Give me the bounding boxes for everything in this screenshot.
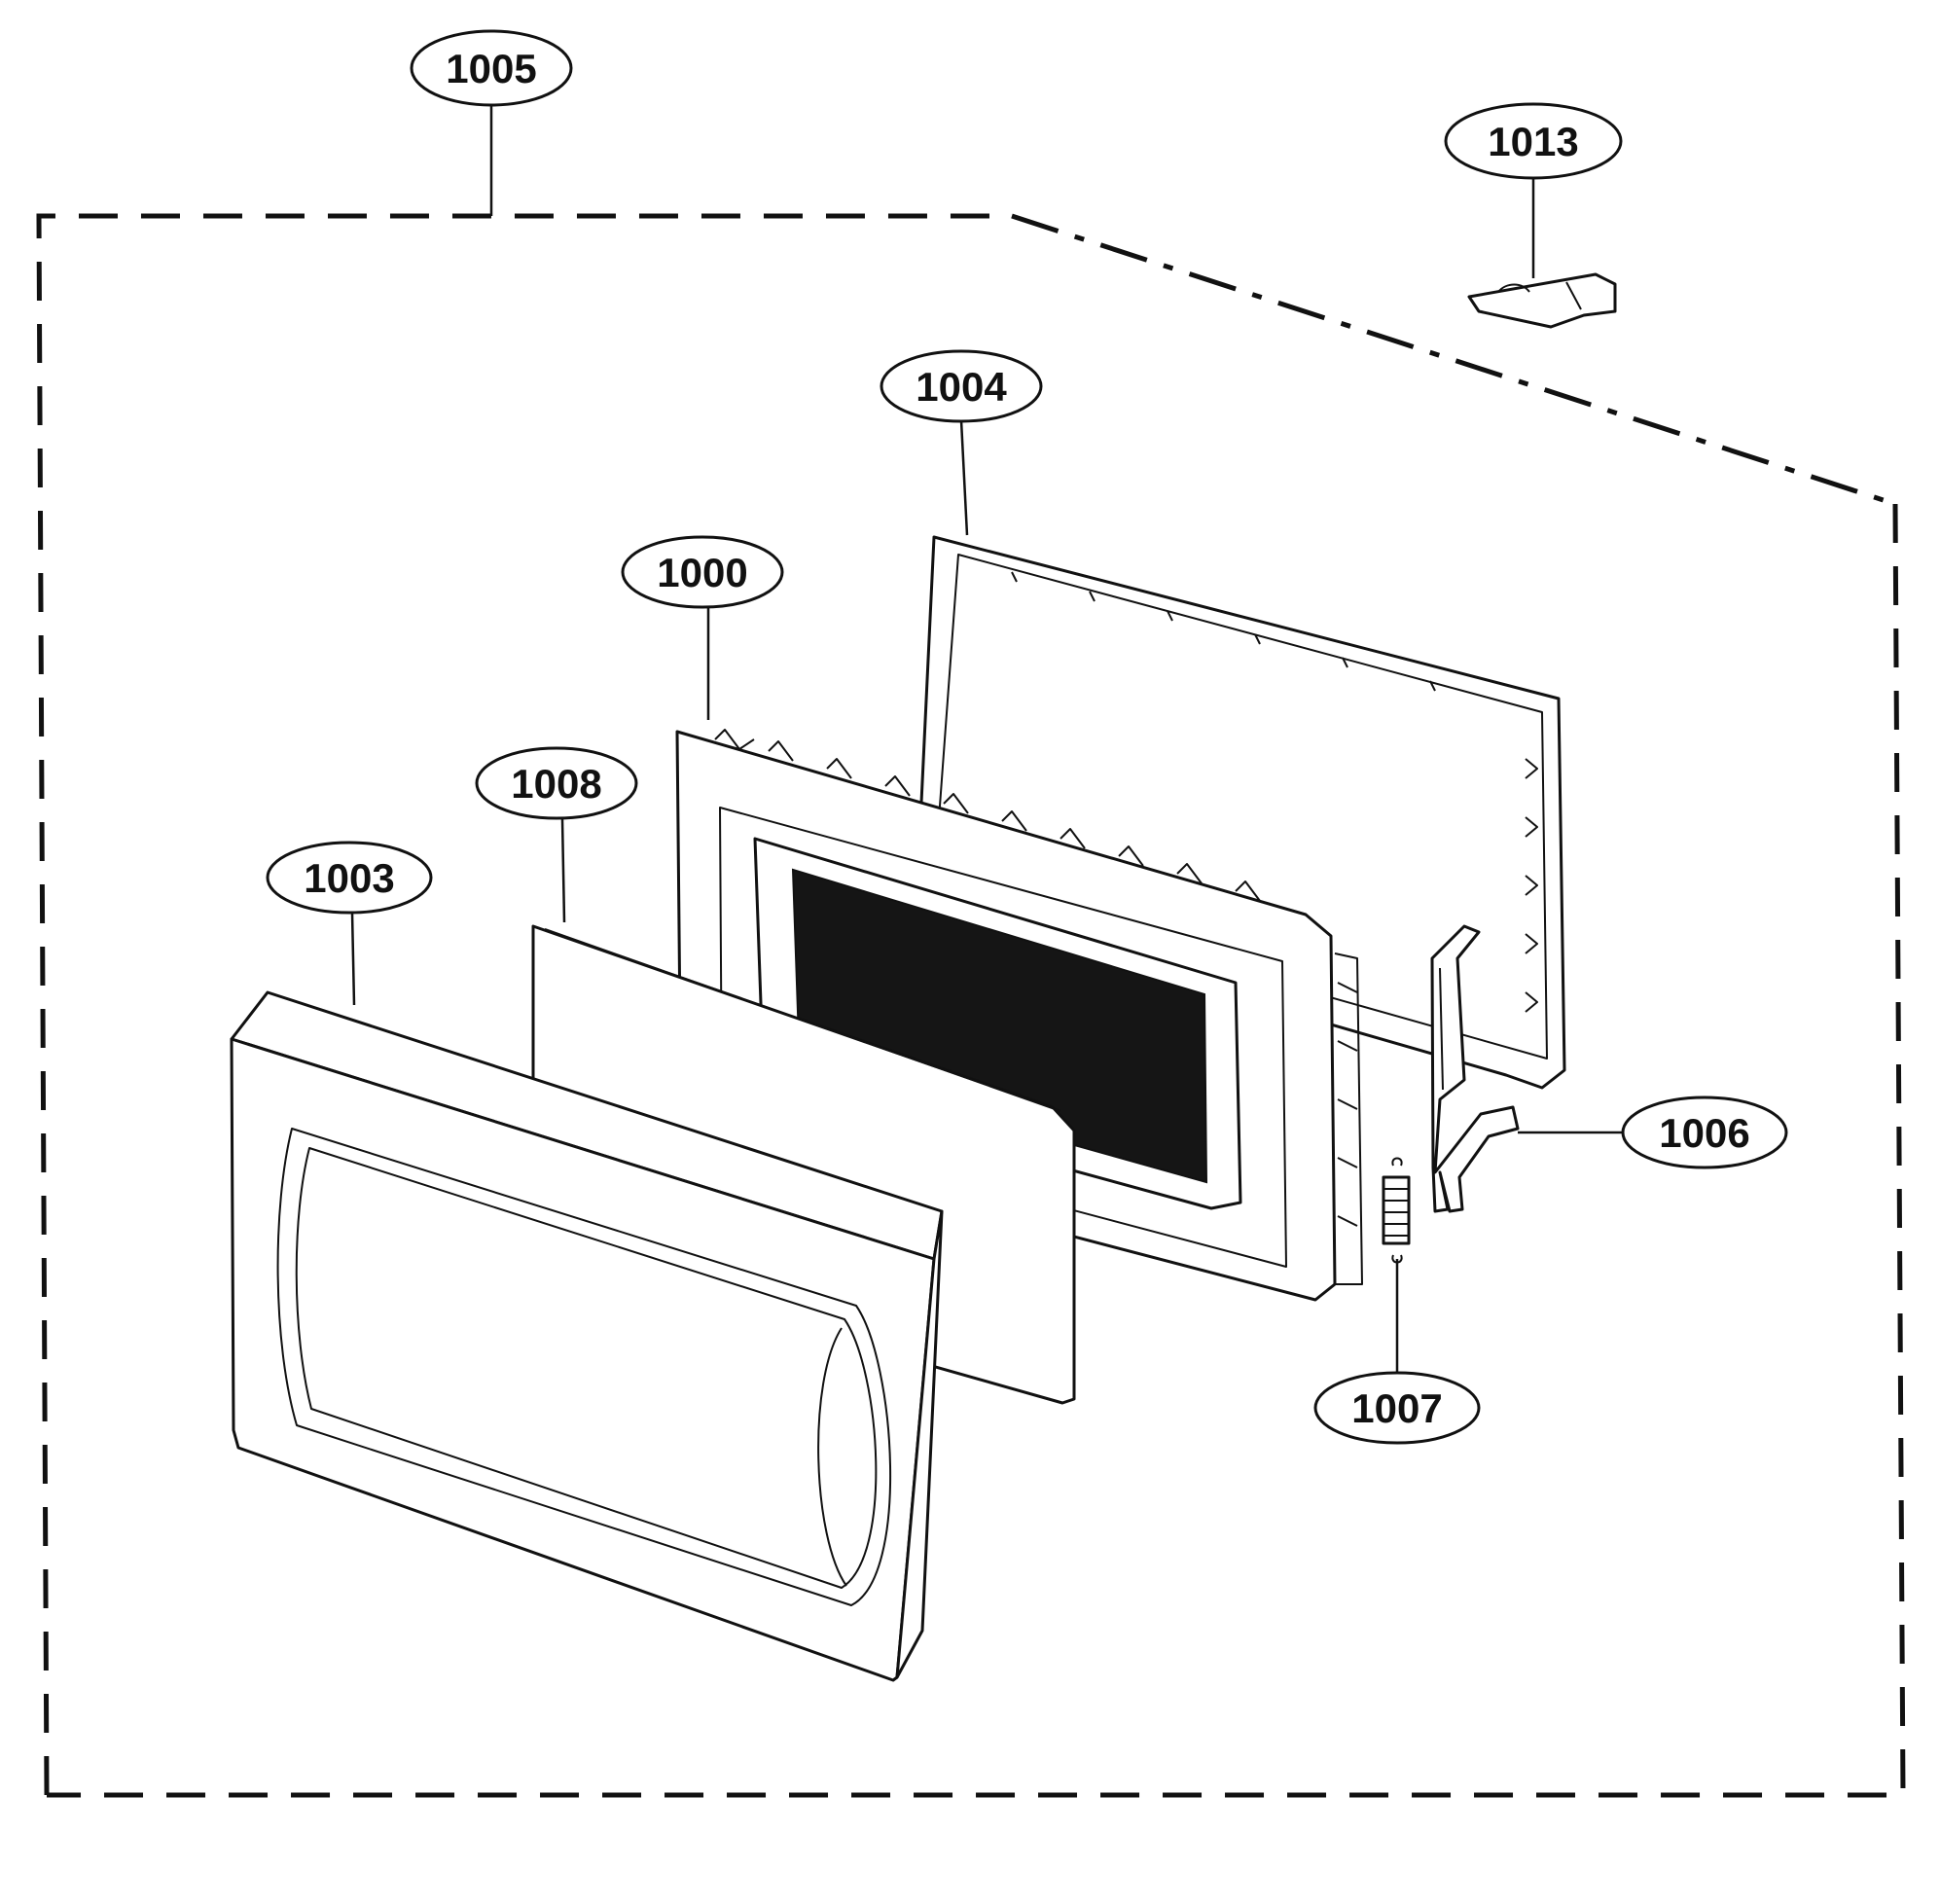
part-1007-spring [1382,1157,1411,1264]
part-1006-latch-hook [1430,924,1520,1213]
callout-1003-label: 1003 [304,855,394,901]
assembly-boundary [36,213,1906,1798]
callout-1007: 1007 [1313,1371,1481,1445]
callout-1005: 1005 [410,29,573,107]
callout-1006-label: 1006 [1659,1110,1749,1156]
callout-1013-label: 1013 [1488,119,1578,164]
callout-1004: 1004 [880,349,1043,423]
leader-lines [350,105,1625,1382]
callout-1007-label: 1007 [1351,1385,1442,1431]
callout-1003: 1003 [266,841,433,915]
callout-1000-label: 1000 [657,550,747,595]
part-1003-door-frame [230,990,944,1682]
callout-1013: 1013 [1444,102,1623,180]
callout-1005-label: 1005 [446,46,536,91]
callout-1004-label: 1004 [916,364,1007,410]
mesh-screen [791,868,1208,1184]
callout-1008: 1008 [475,746,638,820]
callout-1006: 1006 [1621,1096,1788,1169]
part-1013-latch-clip [1467,272,1617,329]
callout-1000: 1000 [621,535,784,609]
callout-1008-label: 1008 [511,761,601,807]
